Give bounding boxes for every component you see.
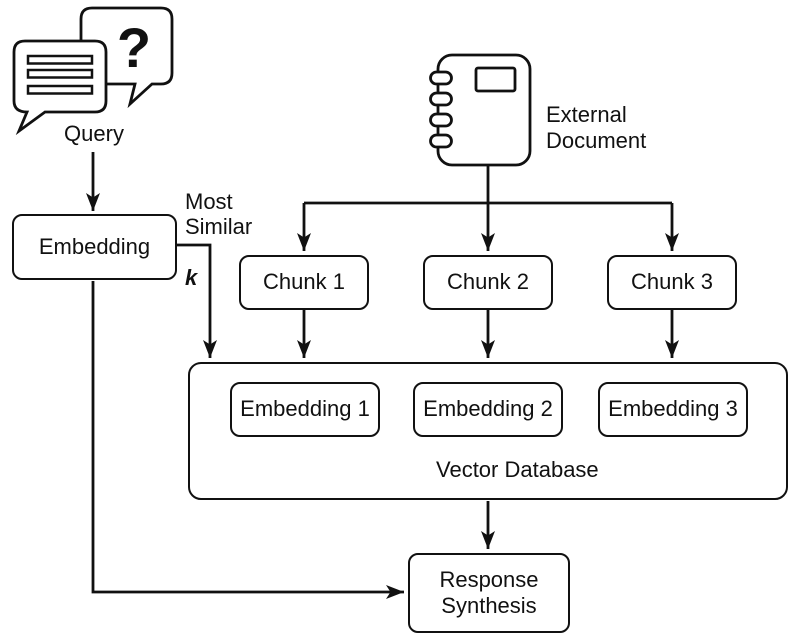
embedding-2-label: Embedding 2 bbox=[423, 396, 553, 422]
embedding-node-label: Embedding bbox=[38, 233, 151, 259]
question-mark-icon: ? bbox=[117, 16, 151, 79]
arrow-embedding-most-similar-to-vector-database bbox=[176, 243, 217, 358]
chunk-1-label: Chunk 1 bbox=[263, 269, 345, 295]
external-document-label: External Document bbox=[546, 102, 647, 153]
embedding-1-label: Embedding 1 bbox=[240, 396, 370, 422]
chunk-2-label: Chunk 2 bbox=[447, 269, 529, 295]
query-label: Query bbox=[64, 121, 124, 146]
text-lines-icon bbox=[26, 54, 94, 95]
embedding-3-node: Embedding 3 bbox=[598, 382, 748, 437]
most-similar-label-group: Most Similar k bbox=[185, 163, 252, 316]
chunk-2-node: Chunk 2 bbox=[423, 255, 553, 310]
most-similar-label: Most Similar bbox=[185, 188, 253, 240]
embedding-2-node: Embedding 2 bbox=[413, 382, 563, 437]
chunk-1-node: Chunk 1 bbox=[239, 255, 369, 310]
query-icon: ? bbox=[12, 6, 174, 136]
embedding-node: Embedding bbox=[12, 214, 177, 280]
embedding-3-label: Embedding 3 bbox=[608, 396, 738, 422]
connector-document-to-chunks bbox=[297, 166, 679, 251]
chunk-3-node: Chunk 3 bbox=[607, 255, 737, 310]
chunk-3-label: Chunk 3 bbox=[631, 269, 713, 295]
vector-database-label: Vector Database bbox=[436, 457, 599, 482]
k-label: k bbox=[185, 265, 198, 291]
notebook-rings-icon bbox=[429, 70, 453, 149]
embedding-1-node: Embedding 1 bbox=[230, 382, 380, 437]
external-document-icon bbox=[429, 53, 532, 167]
response-synthesis-node: Response Synthesis bbox=[408, 553, 570, 633]
response-synthesis-label: Response Synthesis bbox=[439, 566, 539, 618]
arrow-embedding-to-response bbox=[91, 281, 404, 599]
notebook-label-icon bbox=[474, 66, 517, 93]
